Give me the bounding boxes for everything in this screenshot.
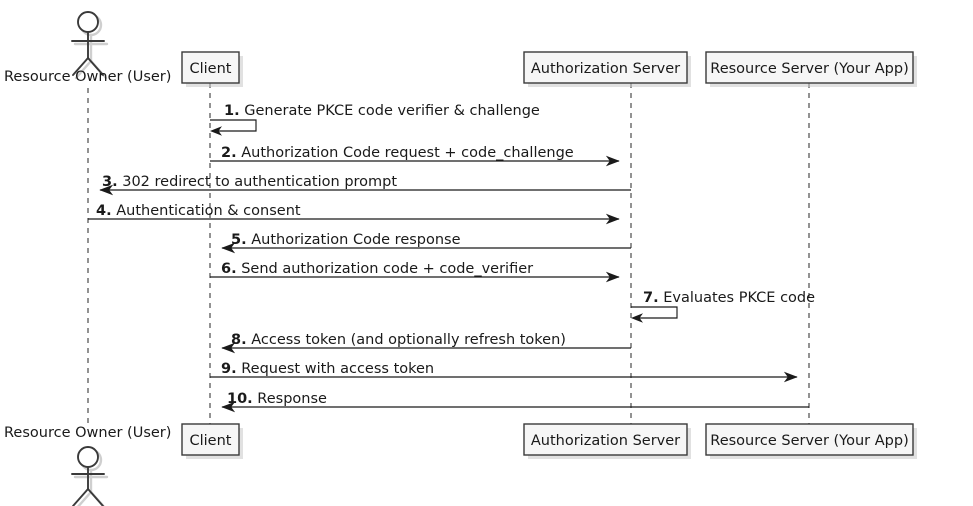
message-3-label: 3. 302 redirect to authentication prompt xyxy=(102,174,397,190)
message-8-label: 8. Access token (and optionally refresh … xyxy=(231,332,566,348)
message-6-label: 6. Send authorization code + code_verifi… xyxy=(221,261,533,277)
message-4-label: 4. Authentication & consent xyxy=(96,203,301,219)
message-8-number: 8. xyxy=(231,332,247,348)
participant-box-authorization-server-top[interactable]: Authorization Server xyxy=(523,51,691,87)
message-6[interactable]: 6. Send authorization code + code_verifi… xyxy=(210,261,620,283)
actor-head-icon xyxy=(77,11,99,33)
message-7-text: Evaluates PKCE code xyxy=(663,290,815,306)
actor-leg-right xyxy=(87,488,104,506)
message-9-number: 9. xyxy=(221,361,237,377)
message-10-label: 10. Response xyxy=(227,391,327,407)
box-rect xyxy=(523,51,688,84)
message-1-self-loop xyxy=(210,119,257,132)
message-1-number: 1. xyxy=(224,103,240,119)
participant-label-resource-owner-top: Resource Owner (User) xyxy=(4,69,171,85)
message-7-label: 7. Evaluates PKCE code xyxy=(643,290,815,306)
box-rect xyxy=(181,423,240,456)
message-7-self-loop xyxy=(631,306,678,319)
actor-leg-right xyxy=(87,57,104,76)
message-5-text: Authorization Code response xyxy=(251,232,460,248)
participant-box-resource-server-top[interactable]: Resource Server (Your App) xyxy=(705,51,917,87)
participant-box-client-top[interactable]: Client xyxy=(181,51,243,87)
message-6-text: Send authorization code + code_verifier xyxy=(241,261,533,277)
message-10-text: Response xyxy=(257,391,327,407)
message-10[interactable]: 10. Response xyxy=(221,391,809,413)
box-rect xyxy=(705,423,914,456)
message-7-arrowhead xyxy=(631,313,643,323)
message-8[interactable]: 8. Access token (and optionally refresh … xyxy=(221,332,631,354)
message-1-arrowhead xyxy=(210,126,222,136)
message-2-number: 2. xyxy=(221,145,237,161)
lifelines xyxy=(87,83,810,424)
message-3-number: 3. xyxy=(102,174,118,190)
box-rect xyxy=(523,423,688,456)
message-2-text: Authorization Code request + code_challe… xyxy=(241,145,574,161)
box-rect xyxy=(181,51,240,84)
participant-label-resource-owner-bottom: Resource Owner (User) xyxy=(4,425,171,441)
message-1[interactable]: 1. Generate PKCE code verifier & challen… xyxy=(210,103,540,136)
actor-resource-owner-top: Resource Owner (User) xyxy=(4,11,171,85)
message-7-number: 7. xyxy=(643,290,659,306)
message-2-label: 2. Authorization Code request + code_cha… xyxy=(221,145,574,161)
message-4[interactable]: 4. Authentication & consent xyxy=(88,203,620,225)
participant-label-resource-server-top: Resource Server (Your App) xyxy=(710,61,908,77)
actor-head-icon xyxy=(77,446,99,468)
message-9-text: Request with access token xyxy=(241,361,434,377)
message-1-text: Generate PKCE code verifier & challenge xyxy=(244,103,540,119)
message-4-text: Authentication & consent xyxy=(116,203,301,219)
message-9[interactable]: 9. Request with access token xyxy=(210,361,798,383)
message-5-label: 5. Authorization Code response xyxy=(231,232,461,248)
message-3-text: 302 redirect to authentication prompt xyxy=(122,174,397,190)
participant-label-authorization-server-bottom: Authorization Server xyxy=(531,433,680,449)
participant-label-resource-server-bottom: Resource Server (Your App) xyxy=(710,433,908,449)
actor-resource-owner-bottom: Resource Owner (User) xyxy=(4,425,171,506)
participant-box-resource-server-bottom[interactable]: Resource Server (Your App) xyxy=(705,423,917,459)
participant-label-client-top: Client xyxy=(190,61,232,77)
message-1-label: 1. Generate PKCE code verifier & challen… xyxy=(224,103,540,119)
participant-box-client-bottom[interactable]: Client xyxy=(181,423,243,459)
actor-leg-left xyxy=(72,57,89,76)
message-6-number: 6. xyxy=(221,261,237,277)
message-4-number: 4. xyxy=(96,203,112,219)
participant-box-authorization-server-bottom[interactable]: Authorization Server xyxy=(523,423,691,459)
message-8-text: Access token (and optionally refresh tok… xyxy=(251,332,566,348)
actor-leg-left xyxy=(72,488,89,506)
message-10-number: 10. xyxy=(227,391,253,407)
message-3[interactable]: 3. 302 redirect to authentication prompt xyxy=(99,174,631,196)
message-2[interactable]: 2. Authorization Code request + code_cha… xyxy=(210,145,620,167)
participant-label-authorization-server-top: Authorization Server xyxy=(531,61,680,77)
message-5[interactable]: 5. Authorization Code response xyxy=(221,232,631,254)
message-5-number: 5. xyxy=(231,232,247,248)
box-rect xyxy=(705,51,914,84)
message-9-label: 9. Request with access token xyxy=(221,361,434,377)
message-7[interactable]: 7. Evaluates PKCE code xyxy=(631,290,815,323)
participant-label-client-bottom: Client xyxy=(190,433,232,449)
